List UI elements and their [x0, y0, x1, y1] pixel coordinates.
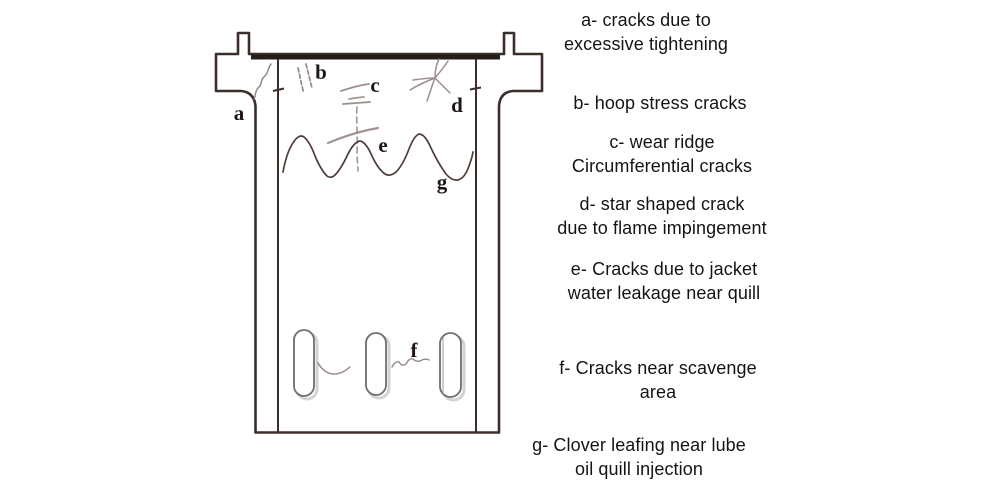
legend-item-g-line-1: g- Clover leafing near lube [532, 435, 746, 455]
crack-b-stroke-1 [297, 67, 305, 94]
marker-label-e: e [378, 133, 387, 157]
crack-f-stroke-2 [391, 358, 430, 368]
legend-item-e-line-1: e- Cracks due to jacket [570, 259, 758, 279]
legend-item-e-line-2: water leakage near quill [567, 283, 761, 303]
wall-tick-right [469, 86, 482, 91]
crack-f-stroke-1 [317, 362, 351, 375]
legend-item-c: c- wear ridge Circumferential cracks [522, 130, 802, 178]
legend-item-a-line-1: a- cracks due to [581, 10, 711, 30]
crack-e [326, 101, 380, 172]
liner-outline [214, 31, 544, 434]
legend-item-d-line-1: d- star shaped crack [579, 194, 745, 214]
legend-item-e: e- Cracks due to jacket water leakage ne… [524, 257, 804, 305]
marker-label-b: b [315, 60, 327, 84]
legend-item-c-line-1: c- wear ridge [609, 132, 715, 152]
legend-item-f: f- Cracks near scavenge area [518, 356, 798, 404]
marker-label-f: f [411, 338, 419, 362]
legend-item-a-line-2: excessive tightening [563, 34, 729, 54]
marker-label-g: g [437, 170, 448, 194]
scavenge-port-3 [439, 332, 462, 398]
marker-label-d: d [451, 93, 463, 117]
wave-g [282, 133, 474, 181]
legend-item-b-line-1: b- hoop stress cracks [573, 93, 747, 113]
legend-item-d: d- star shaped crack due to flame imping… [522, 192, 802, 240]
crack-c-stroke-1 [340, 83, 370, 92]
marker-label-c: c [370, 73, 379, 97]
crack-b-stroke-2 [305, 63, 313, 89]
legend-item-a: a- cracks due to excessive tightening [506, 8, 786, 56]
marker-label-a: a [234, 101, 245, 125]
legend-item-d-line-2: due to flame impingement [557, 218, 767, 238]
legend-item-f-line-2: area [639, 382, 677, 402]
legend-item-b: b- hoop stress cracks [520, 91, 800, 115]
legend-item-g: g- Clover leafing near lube oil quill in… [499, 433, 779, 481]
crack-c-stroke-2 [348, 96, 365, 100]
scavenge-port-1 [293, 329, 315, 397]
crack-d-star [409, 58, 451, 102]
legend-item-f-line-1: f- Cracks near scavenge [559, 358, 757, 378]
crack-a [253, 63, 272, 100]
scavenge-port-2 [365, 332, 387, 396]
crack-legend: a- cracks due to excessive tightening b-… [517, 0, 797, 486]
legend-item-g-line-2: oil quill injection [575, 459, 703, 479]
legend-item-c-line-2: Circumferential cracks [571, 156, 753, 176]
wall-tick-left [272, 87, 285, 92]
